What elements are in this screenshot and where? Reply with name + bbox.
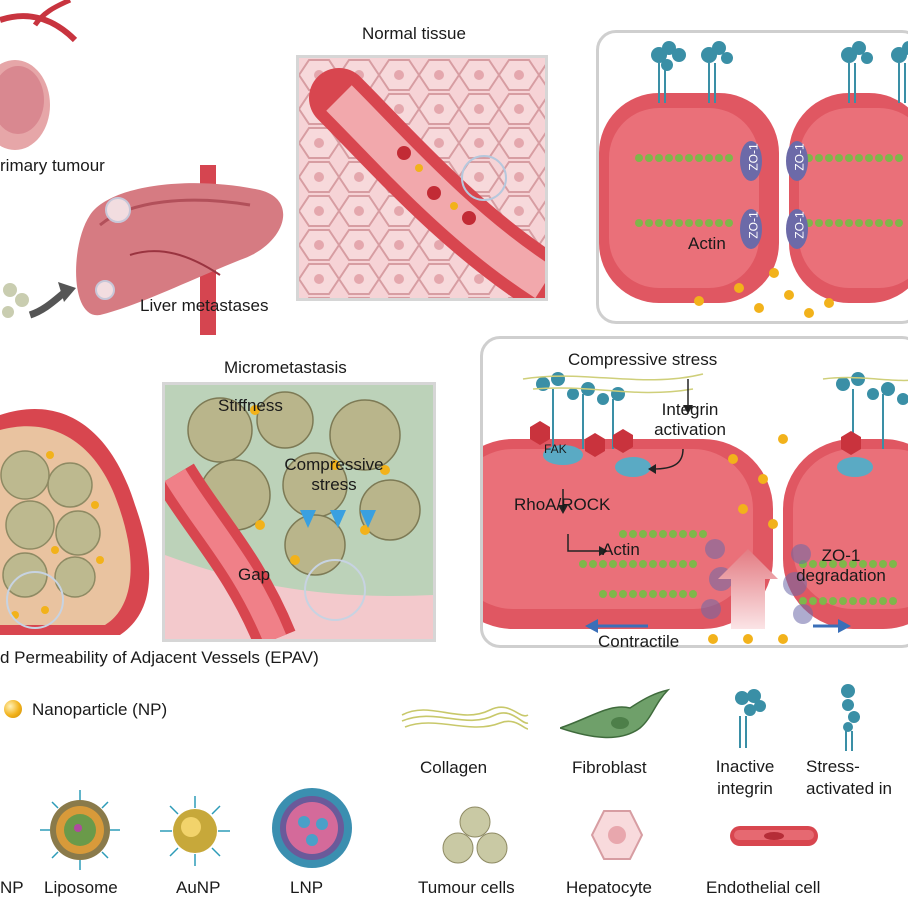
zo1-label-1: ZO-1 [746,143,761,171]
nanoparticle-legend-label: Nanoparticle (NP) [32,700,168,719]
zo1-label-3: ZO-1 [746,211,761,239]
epav-label: d Permeability of Adjacent Vessels (EPAV… [0,648,319,667]
micrometastasis-panel [162,382,436,642]
stress-activated-integrin-icon [836,683,866,753]
primary-tumour-illustration [0,0,90,150]
stiffness-label: Stiffness [218,396,283,415]
liposome-legend-label: Liposome [44,878,118,897]
normal-tissue-panel [296,55,548,301]
micrometastasis-label: Micrometastasis [224,358,347,377]
endothelial-cell-legend-label: Endothelial cell [706,878,821,897]
tumour-cells-legend-label: Tumour cells [418,878,515,897]
progression-arrow [0,270,80,330]
compressive-stress-micro-label: Compressive stress [284,455,384,494]
contractile-label: Contractile [598,632,680,651]
np-partial-legend-label: NP [0,878,24,897]
normal-tissue-label: Normal tissue [362,24,466,43]
lnp-icon [270,786,354,870]
rhoa-rock-label: RhoA/ROCK [514,495,611,514]
collagen-icon [400,695,530,745]
integrin-activation-label: Integrin activation [654,400,726,439]
primary-tumour-label: rimary tumour [0,156,105,175]
stress-activated-integrin-legend-label: Stress- activated in [806,757,892,798]
inactive-integrin-legend-label: Inactive integrin [715,757,775,798]
fak-label: FAK [544,442,567,456]
actin-label-top: Actin [688,234,726,253]
tumour-mass-illustration [0,385,170,640]
hepatocyte-icon [590,808,644,862]
liver-metastases-label: Liver metastases [140,296,269,315]
fibroblast-icon [560,688,670,748]
compressive-stress-label: Compressive stress [568,350,718,369]
liposome-icon [40,790,120,870]
zo1-label-4: ZO-1 [792,211,807,239]
aunp-icon [160,796,230,866]
np-partial-icon [0,806,20,866]
tight-junction-panel [596,30,908,324]
zo1-degradation-label: ZO-1 degradation [796,546,886,585]
actin-label-bottom: Actin [602,540,640,559]
tumour-cells-icon [440,806,510,866]
liver-illustration [70,165,290,335]
zo1-label-2: ZO-1 [792,143,807,171]
hepatocyte-legend-label: Hepatocyte [566,878,652,897]
lnp-legend-label: LNP [290,878,324,897]
aunp-legend-label: AuNP [176,878,221,897]
collagen-legend-label: Collagen [420,758,488,777]
endothelial-cell-icon [728,822,820,850]
fibroblast-legend-label: Fibroblast [572,758,647,777]
gap-label: Gap [238,565,271,584]
inactive-integrin-icon [730,688,770,750]
nanoparticle-icon [4,700,22,718]
mechanism-panel [480,336,908,648]
